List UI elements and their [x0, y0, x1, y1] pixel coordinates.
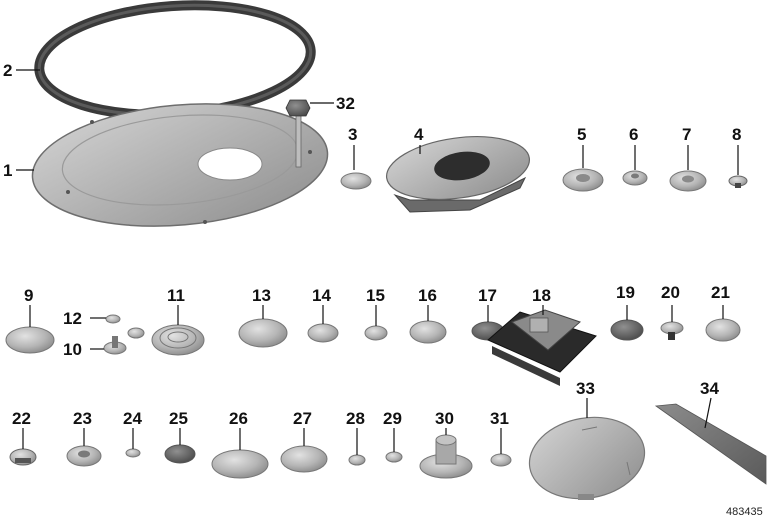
- label-part-29: 29: [383, 409, 402, 428]
- part-5-grommet: [562, 168, 604, 192]
- part-29-clip: [385, 451, 403, 463]
- part-6-grommet: [622, 170, 648, 186]
- label-part-17: 17: [478, 286, 497, 305]
- leader-lines: [16, 69, 739, 455]
- part-30-bump-stop: [419, 434, 473, 479]
- part-25-plug: [164, 444, 196, 464]
- part-24-clip: [125, 448, 141, 458]
- label-part-27: 27: [293, 409, 312, 428]
- label-part-1: 1: [3, 161, 12, 180]
- part-12-plug: [105, 314, 121, 324]
- label-part-16: 16: [418, 286, 437, 305]
- label-part-28: 28: [346, 409, 365, 428]
- label-part-26: 26: [229, 409, 248, 428]
- label-part-6: 6: [629, 125, 638, 144]
- part-28-plug: [348, 454, 366, 466]
- part-21-plug: [705, 318, 741, 342]
- label-part-4: 4: [414, 125, 424, 144]
- label-part-22: 22: [12, 409, 31, 428]
- part-7-grommet: [669, 170, 707, 192]
- label-part-13: 13: [252, 286, 271, 305]
- label-part-12: 12: [63, 309, 82, 328]
- label-part-2: 2: [3, 61, 12, 80]
- part-20-clip: [660, 321, 684, 340]
- label-part-33: 33: [576, 379, 595, 398]
- label-part-3: 3: [348, 125, 357, 144]
- part-31-grommet: [490, 453, 512, 467]
- part-3-grommet: [340, 172, 372, 190]
- label-part-31: 31: [490, 409, 509, 428]
- label-part-32: 32: [336, 94, 355, 113]
- label-part-15: 15: [366, 286, 385, 305]
- label-part-18: 18: [532, 286, 551, 305]
- part-4-oval-cover: [385, 136, 531, 213]
- label-part-7: 7: [682, 125, 691, 144]
- label-part-21: 21: [711, 283, 730, 302]
- label-part-19: 19: [616, 283, 635, 302]
- part-27-plug: [280, 445, 328, 473]
- part-1-cover-plate: [31, 103, 329, 227]
- label-part-25: 25: [169, 409, 188, 428]
- part-9-plug: [5, 326, 55, 354]
- label-part-14: 14: [312, 286, 331, 305]
- label-part-30: 30: [435, 409, 454, 428]
- label-part-10: 10: [63, 340, 82, 359]
- label-part-34: 34: [700, 379, 719, 398]
- part-13-plug: [238, 318, 288, 348]
- part-labels: 1 2 3 4 5 6 7 8 9 10 11 12 13 14 15 16 1…: [3, 61, 741, 428]
- part-23-grommet: [66, 445, 102, 467]
- part-26-cap: [211, 449, 269, 479]
- part-11-ribbed-plug: [151, 324, 205, 356]
- part-19-plug: [610, 319, 644, 341]
- part-18-connector-housing: [487, 309, 597, 386]
- part-14-plug: [307, 323, 339, 343]
- part-32-stud-bolt: [285, 99, 311, 168]
- part-10-grommet-set: [103, 327, 145, 355]
- part-34-sealing-strip: [654, 403, 767, 485]
- label-part-24: 24: [123, 409, 142, 428]
- label-part-11: 11: [167, 286, 185, 305]
- part-16-plug: [409, 320, 447, 344]
- part-33-cover-disc: [528, 416, 646, 500]
- label-part-8: 8: [732, 125, 741, 144]
- diagram-reference-number: 483435: [726, 506, 763, 518]
- label-part-9: 9: [24, 286, 33, 305]
- label-part-23: 23: [73, 409, 92, 428]
- part-22-cap: [9, 448, 37, 466]
- label-part-5: 5: [577, 125, 586, 144]
- part-15-plug: [364, 325, 388, 341]
- label-part-20: 20: [661, 283, 680, 302]
- part-8-clip: [728, 175, 748, 188]
